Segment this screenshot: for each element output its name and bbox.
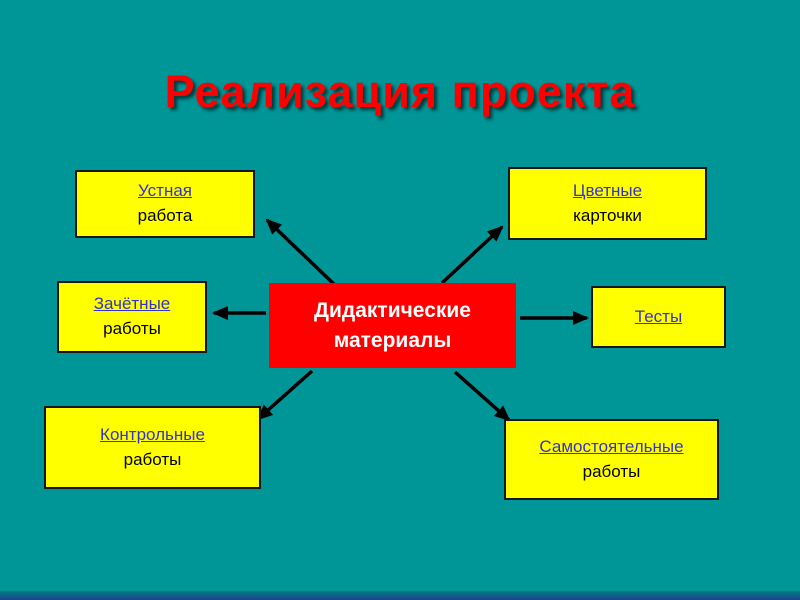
node-samostoyatelnye-raboty: Самостоятельные работы — [504, 419, 719, 500]
arrow-to-samostoyatelnye — [453, 370, 511, 422]
node-tsvetnye-link[interactable]: Цветные — [572, 180, 643, 200]
node-kontrolnye-text: работы — [123, 449, 182, 469]
center-box-line1: Дидактические — [314, 299, 471, 323]
arrow-to-ustnaya — [265, 218, 339, 289]
node-samostoyatelnye-text: работы — [582, 461, 641, 481]
center-box-line2: материалы — [333, 328, 452, 352]
node-tsvetnye-kartochki: Цветные карточки — [508, 167, 707, 240]
node-testy: Тесты — [591, 286, 726, 348]
node-samostoyatelnye-link[interactable]: Самостоятельные — [539, 436, 684, 456]
node-kontrolnye-link[interactable]: Контрольные — [100, 424, 205, 444]
node-zachetnye-raboty: Зачётные работы — [57, 281, 207, 353]
slide-title: Реализация проекта — [164, 66, 636, 117]
node-tsvetnye-text: карточки — [573, 205, 642, 225]
node-testy-link[interactable]: Тесты — [634, 306, 683, 326]
node-zachetnye-link[interactable]: Зачётные — [93, 294, 171, 314]
arrow-to-tsvetnye — [440, 225, 504, 285]
arrow-to-kontrolnye — [256, 369, 314, 421]
node-kontrolnye-raboty: Контрольные работы — [44, 406, 261, 489]
node-ustnaya-rabota: Устная работа — [75, 170, 255, 238]
bottom-border-strip — [0, 591, 800, 600]
node-ustnaya-text: работа — [137, 206, 193, 225]
node-ustnaya-link[interactable]: Устная — [138, 181, 192, 201]
center-box-didakticheskie-materialy: Дидактические материалы — [269, 283, 516, 368]
node-zachetnye-text: работы — [103, 319, 161, 338]
